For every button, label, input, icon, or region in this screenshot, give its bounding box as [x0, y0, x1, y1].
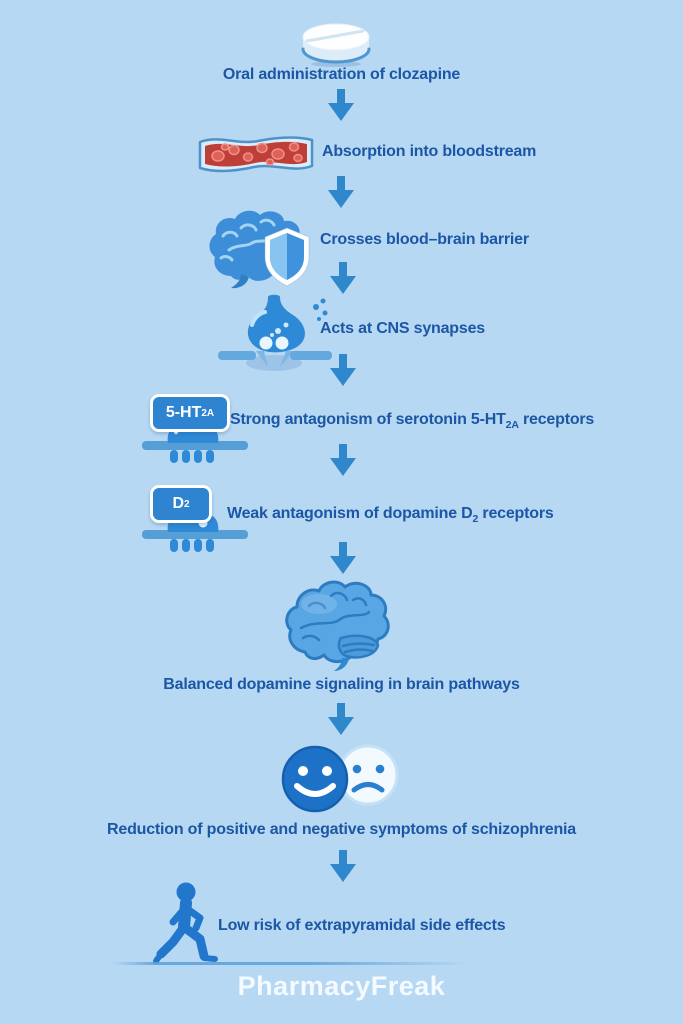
arrow-down-icon: [328, 176, 354, 208]
step-label-dopamine-antagonism: Weak antagonism of dopamine D2 receptors: [227, 505, 554, 526]
step-label-cns-synapses: Acts at CNS synapses: [320, 320, 485, 337]
pill-icon: [298, 20, 374, 73]
arrow-down-icon: [330, 262, 356, 294]
ground-shadow-line: [112, 962, 472, 965]
step-label-balanced-signaling: Balanced dopamine signaling in brain pat…: [163, 676, 520, 693]
arrow-down-icon: [330, 850, 356, 882]
step-label-oral-administration: Oral administration of clozapine: [222, 66, 461, 83]
happy-sad-faces-icon: [280, 743, 402, 818]
arrow-down-icon: [330, 444, 356, 476]
walking-person-icon: [152, 882, 232, 971]
arrow-down-icon: [330, 542, 356, 574]
arrow-down-icon: [328, 89, 354, 121]
step-label-serotonin-antagonism: Strong antagonism of serotonin 5-HT2A re…: [230, 411, 595, 432]
step-label-symptom-reduction: Reduction of positive and negative sympt…: [107, 821, 576, 838]
arrow-down-icon: [330, 354, 356, 386]
step-label-blood-brain-barrier: Crosses blood–brain barrier: [320, 231, 529, 248]
brain-shield-icon: [203, 206, 317, 295]
blood-vessel-icon: [198, 132, 314, 181]
arrow-down-icon: [328, 703, 354, 735]
step-label-low-eps-risk: Low risk of extrapyramidal side effects: [218, 917, 506, 934]
footer-brand: PharmacyFreak: [237, 971, 446, 1001]
brain-icon: [281, 578, 399, 679]
synapse-icon: [216, 293, 336, 380]
step-label-absorption: Absorption into bloodstream: [322, 143, 537, 160]
